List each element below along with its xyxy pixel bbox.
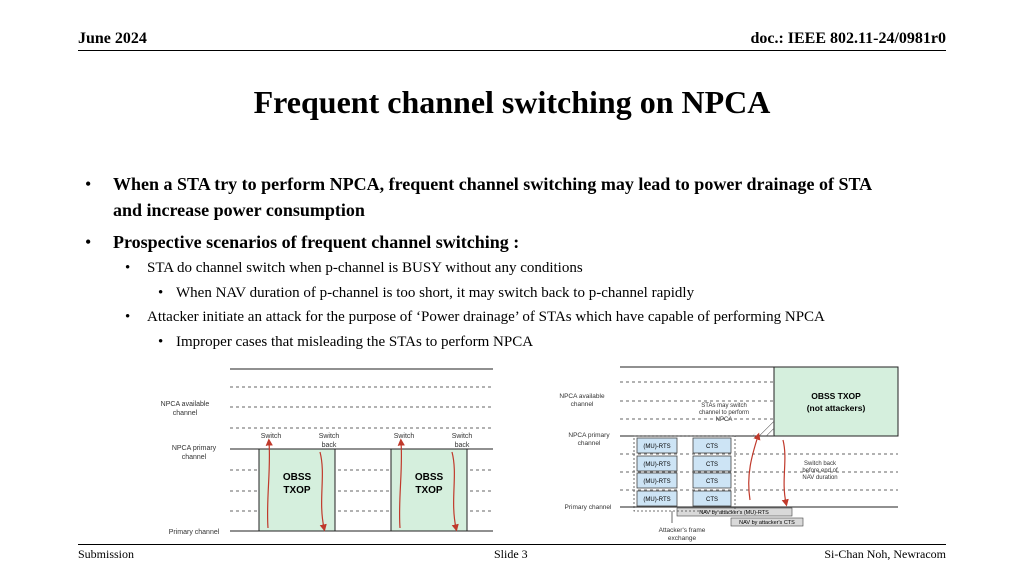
cts-frame-3 <box>692 472 732 489</box>
switch-back-arrow <box>781 439 789 507</box>
bullet-1: When a STA try to perform NPCA, frequent… <box>85 171 883 223</box>
txop-label-1: TXOP <box>283 485 311 496</box>
npca-primary-label: NPCA primary <box>172 445 217 452</box>
switch-up-arrow <box>748 432 761 501</box>
primary-channel-label: Primary channel <box>565 504 613 511</box>
primary-channel-label: Primary channel <box>169 529 220 536</box>
footer-submission: Submission <box>78 547 135 561</box>
switch-back-arrow-2 <box>451 451 459 532</box>
cts-label-3: CTS <box>706 479 718 485</box>
hatched-region <box>752 418 774 436</box>
right-diagram: NPCA available channel NPCA primary chan… <box>559 366 899 542</box>
npca-available-label-2: channel <box>571 401 594 408</box>
obss-label-1: OBSS <box>283 472 312 483</box>
switch-back-label-2: Switch <box>452 433 473 440</box>
cts-frame-2 <box>692 455 732 472</box>
note-may-switch-3: NPCA <box>716 417 733 423</box>
attacker-frames: (MU)-RTS (MU)-RTS (MU)-RTS (MU)-RTS CTS … <box>636 437 732 507</box>
note-switch-back: Switch back <box>804 461 837 467</box>
rts-frame-2 <box>636 455 678 472</box>
obss-txop-box <box>773 366 899 437</box>
nav-rts-bar <box>676 507 793 517</box>
bullet-2: Prospective scenarios of frequent channe… <box>85 229 883 255</box>
note-may-switch: STAs may switch <box>701 403 747 409</box>
rts-label-2: (MU)-RTS <box>643 462 670 468</box>
footer-author: Si-Chan Noh, Newracom <box>824 547 946 561</box>
nav-cts-bar <box>730 517 804 527</box>
npca-primary-label-2: channel <box>182 454 207 461</box>
switch-back-arrow-1 <box>319 451 327 532</box>
npca-primary-label: NPCA primary <box>568 432 610 439</box>
left-diagram: NPCA available channel NPCA primary chan… <box>161 368 493 536</box>
switch-back-label-1: Switch <box>319 433 340 440</box>
switch-back-label-2b: back <box>455 442 470 449</box>
rts-frame-3 <box>636 472 678 489</box>
bullet-2-1: STA do channel switch when p-channel is … <box>125 258 947 278</box>
nav-rts-label: NAV by attacker's (MU)-RTS <box>699 510 769 516</box>
header-rule <box>78 50 946 51</box>
obss-label-2: OBSS <box>415 472 444 483</box>
slide-title: Frequent channel switching on NPCA <box>253 84 771 120</box>
cts-label-2: CTS <box>706 462 718 468</box>
npca-available-label: NPCA available <box>559 393 605 400</box>
footer-rule <box>78 544 946 545</box>
footer-slide-number: Slide 3 <box>494 547 528 561</box>
attacker-label: Attacker's frame <box>659 527 706 534</box>
cts-frame-1 <box>692 437 732 454</box>
npca-primary-label-2: channel <box>578 440 601 447</box>
cts-label-1: CTS <box>706 444 718 450</box>
bullet-2-2: Attacker initiate an attack for the purp… <box>125 307 947 327</box>
nav-cts-label: NAV by attacker's CTS <box>739 520 795 526</box>
switch-arrow-1 <box>265 438 273 529</box>
bullet-2-2-1: Improper cases that misleading the STAs … <box>158 332 956 352</box>
note-switch-back-2: before end of <box>802 468 838 474</box>
header-doc-id: doc.: IEEE 802.11-24/0981r0 <box>750 30 946 47</box>
switch-arrow-2 <box>397 438 405 529</box>
rts-frame-1 <box>636 437 678 454</box>
switch-label-1: Switch <box>261 433 282 440</box>
cts-frame-4 <box>692 490 732 507</box>
header-date: June 2024 <box>78 30 147 47</box>
txop-label-2: TXOP <box>415 485 443 496</box>
rts-frame-4 <box>636 490 678 507</box>
obss-txop-label: OBSS TXOP <box>811 391 861 401</box>
note-may-switch-2: channel to perform <box>699 410 749 416</box>
switch-label-2: Switch <box>394 433 415 440</box>
npca-available-label: NPCA available <box>161 401 210 408</box>
bullet-2-1-1: When NAV duration of p-channel is too sh… <box>158 283 956 303</box>
rts-label-1: (MU)-RTS <box>643 444 670 450</box>
cts-label-4: CTS <box>706 497 718 503</box>
note-switch-back-3: NAV duration <box>802 475 837 481</box>
not-attackers-label: (not attackers) <box>807 403 866 413</box>
npca-available-label-2: channel <box>173 410 198 417</box>
rts-label-3: (MU)-RTS <box>643 479 670 485</box>
rts-label-4: (MU)-RTS <box>643 497 670 503</box>
switch-back-label-1b: back <box>322 442 337 449</box>
attacker-label-2: exchange <box>668 535 697 542</box>
